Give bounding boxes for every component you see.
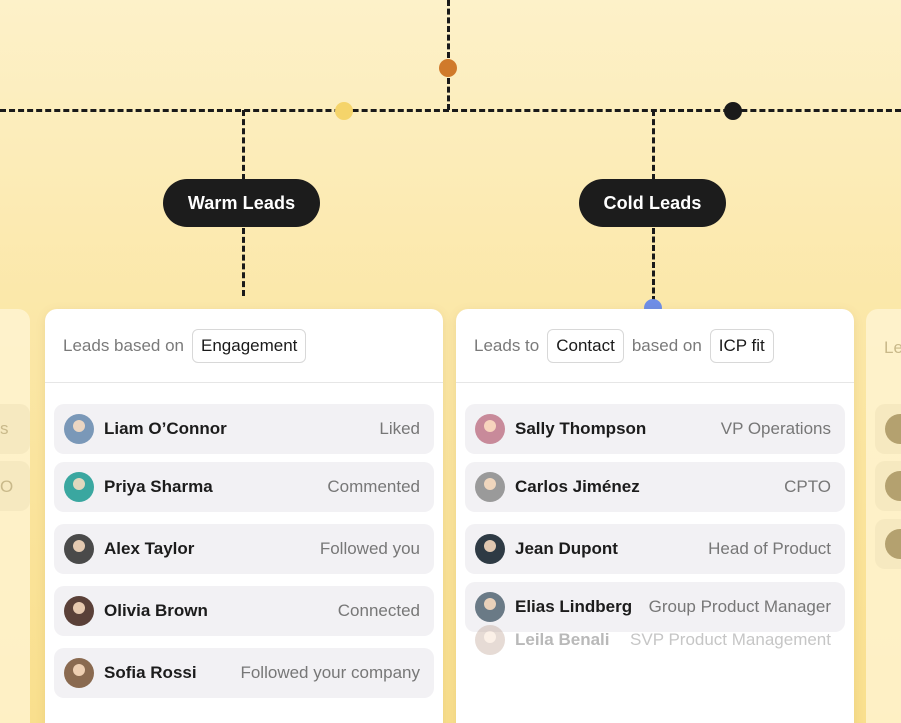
lead-row[interactable]: Alex Taylor Followed you	[54, 524, 434, 574]
card-header: Leads to Contact based on ICP fit	[456, 309, 854, 383]
avatar	[64, 534, 94, 564]
lead-title: Head of Product	[708, 539, 831, 558]
lead-title: CPTO	[784, 477, 831, 496]
avatar	[475, 592, 505, 622]
lead-name: Priya Sharma	[104, 477, 213, 496]
lead-name: Leila Benali	[515, 630, 610, 649]
lead-title: Group Product Manager	[648, 597, 831, 616]
card-header-label: Leads to	[474, 335, 540, 355]
lead-row[interactable]: Olivia Brown Connected	[54, 586, 434, 636]
card-header-label: based on	[631, 335, 702, 355]
icp-fit-filter-chip[interactable]: ICP fit	[709, 328, 774, 363]
lead-row: Leila Benali SVP Product Management	[465, 615, 845, 665]
lead-row[interactable]: Liam O’Connor Liked	[54, 404, 434, 454]
engagement-filter-chip[interactable]: Engagement	[192, 328, 307, 363]
partial-card-header-text: Le	[884, 338, 901, 357]
warm-leads-card: Leads based on Engagement Liam O’Connor …	[45, 309, 443, 723]
lead-row[interactable]: Carlos Jiménez CPTO	[465, 462, 845, 512]
lead-name: Sofia Rossi	[104, 663, 197, 682]
warm-leads-node[interactable]: Warm Leads	[163, 179, 320, 227]
main-connector-line	[0, 109, 901, 112]
avatar	[475, 472, 505, 502]
left-node-dot	[335, 102, 353, 120]
partial-row-text: s	[0, 419, 9, 438]
warm-card-connector-line	[242, 228, 245, 296]
top-node-dot	[439, 59, 457, 77]
avatar	[64, 414, 94, 444]
lead-status: Connected	[337, 601, 420, 620]
cold-card-connector-line	[652, 228, 655, 302]
lead-title: SVP Product Management	[630, 630, 831, 649]
card-header-label: Leads based on	[63, 335, 184, 355]
lead-title: VP Operations	[720, 419, 831, 438]
lead-name: Olivia Brown	[104, 601, 208, 620]
lead-name: Liam O’Connor	[104, 419, 227, 438]
partial-row	[0, 404, 30, 454]
warm-connector-line	[242, 110, 245, 180]
partial-row-text: O	[0, 477, 14, 496]
partial-card-right: Le	[866, 309, 901, 723]
lead-status: Liked	[379, 419, 420, 438]
avatar	[885, 529, 901, 559]
right-node-dot	[724, 102, 742, 120]
avatar	[64, 658, 94, 688]
avatar	[475, 625, 505, 655]
lead-row[interactable]: Jean Dupont Head of Product	[465, 524, 845, 574]
avatar	[475, 534, 505, 564]
partial-card-left: s O	[0, 309, 30, 723]
partial-row	[0, 461, 30, 511]
contact-filter-chip[interactable]: Contact	[547, 328, 624, 363]
top-connector-line	[447, 0, 450, 110]
avatar	[64, 596, 94, 626]
lead-row[interactable]: Priya Sharma Commented	[54, 462, 434, 512]
avatar	[885, 414, 901, 444]
lead-name: Elias Lindberg	[515, 597, 633, 616]
lead-status: Commented	[327, 477, 420, 496]
lead-status: Followed your company	[240, 663, 420, 682]
lead-row[interactable]: Elias Lindberg Group Product Manager	[465, 582, 845, 632]
lead-row[interactable]: Sally Thompson VP Operations	[465, 404, 845, 454]
lead-name: Jean Dupont	[515, 539, 618, 558]
avatar	[885, 471, 901, 501]
cold-leads-node[interactable]: Cold Leads	[579, 179, 726, 227]
lead-row[interactable]: Sofia Rossi Followed your company	[54, 648, 434, 698]
lead-name: Carlos Jiménez	[515, 477, 640, 496]
cold-leads-card: Leads to Contact based on ICP fit Sally …	[456, 309, 854, 723]
avatar	[475, 414, 505, 444]
avatar	[64, 472, 94, 502]
lead-name: Sally Thompson	[515, 419, 647, 438]
card-header: Leads based on Engagement	[45, 309, 443, 383]
lead-status: Followed you	[319, 539, 420, 558]
lead-name: Alex Taylor	[104, 539, 195, 558]
cold-connector-line	[652, 110, 655, 180]
